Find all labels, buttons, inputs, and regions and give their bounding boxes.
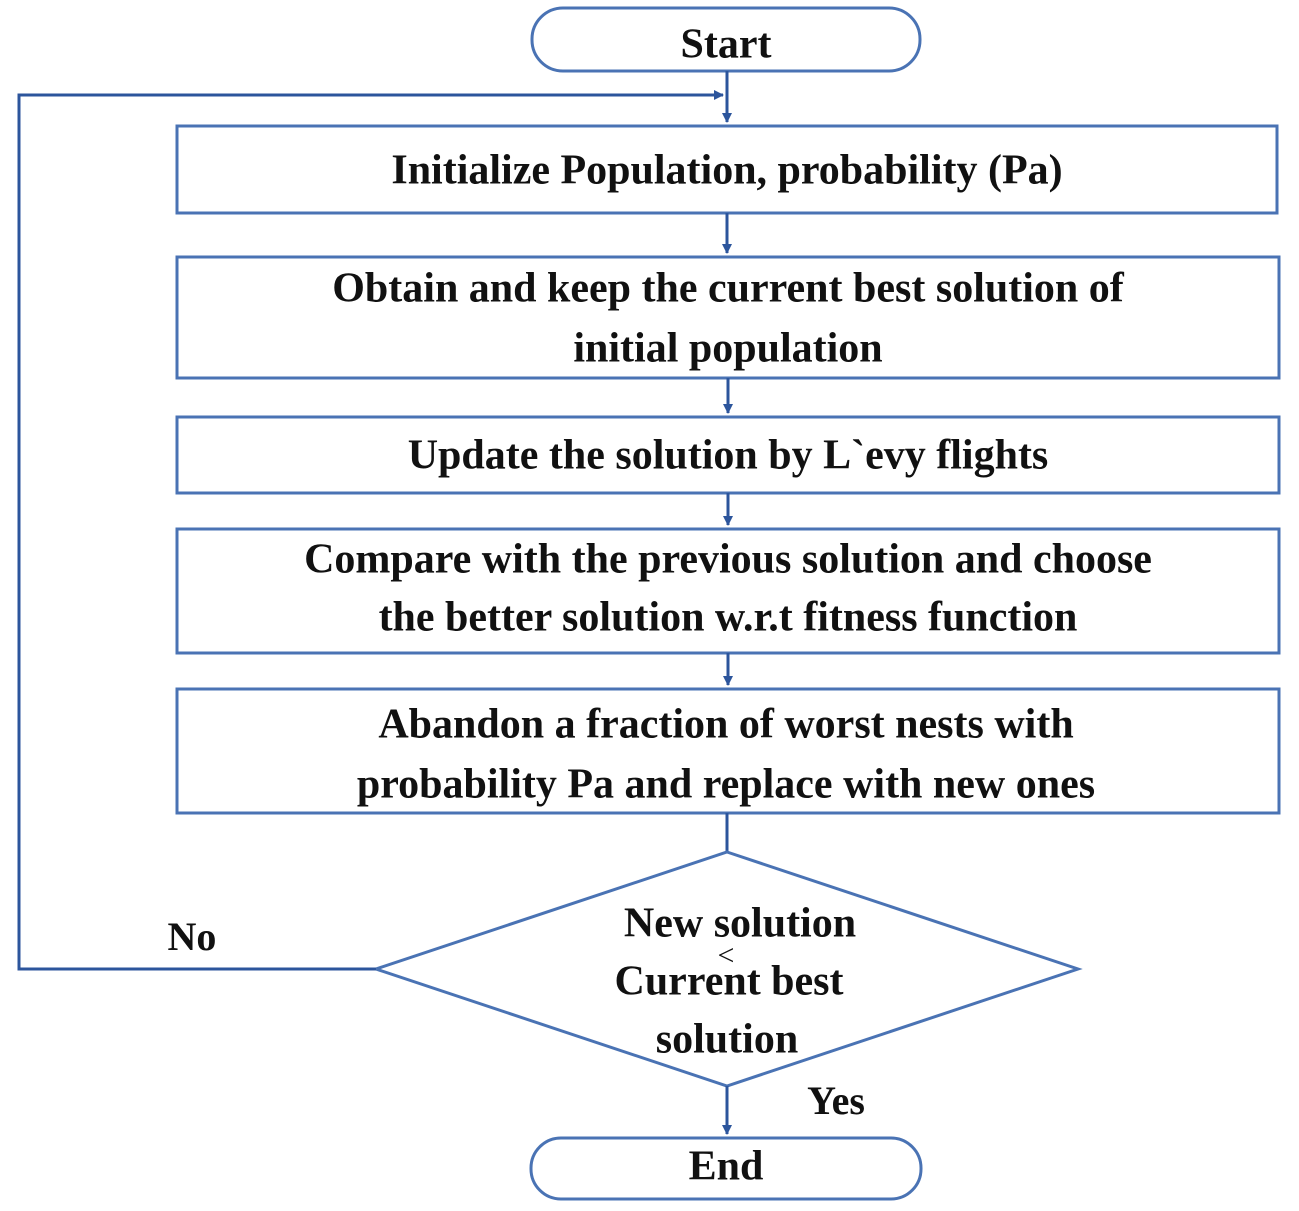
step-abandon	[175, 687, 1281, 815]
connector-no-loop	[17, 90, 724, 971]
end-terminator	[529, 1136, 923, 1201]
step-initialize	[175, 124, 1279, 215]
decision-line2: Current best	[614, 959, 843, 1005]
yes-branch-label: Yes	[807, 1078, 865, 1123]
step-abandon-line2: probability Pa and replace with new ones	[357, 762, 1095, 808]
step-compare-line1: Compare with the previous solution and c…	[304, 537, 1152, 583]
step-update-levy	[175, 415, 1281, 495]
start-label: Start	[681, 22, 772, 68]
step-compare	[175, 527, 1281, 655]
decision-line1: New solution	[624, 901, 856, 947]
no-branch-label: No	[168, 914, 217, 959]
step-initialize-label: Initialize Population, probability (Pa)	[391, 148, 1062, 194]
decision-line3: solution	[656, 1017, 798, 1063]
step-obtain-best-line1: Obtain and keep the current best solutio…	[332, 266, 1124, 312]
step-abandon-line1: Abandon a fraction of worst nests with	[378, 702, 1073, 748]
step-compare-line2: the better solution w.r.t fitness functi…	[379, 595, 1078, 641]
step-obtain-best-line2: initial population	[573, 326, 882, 372]
step-update-levy-label: Update the solution by L`evy flights	[408, 433, 1049, 479]
decision-lte-symbol: <	[718, 939, 735, 972]
end-label: End	[689, 1144, 764, 1190]
